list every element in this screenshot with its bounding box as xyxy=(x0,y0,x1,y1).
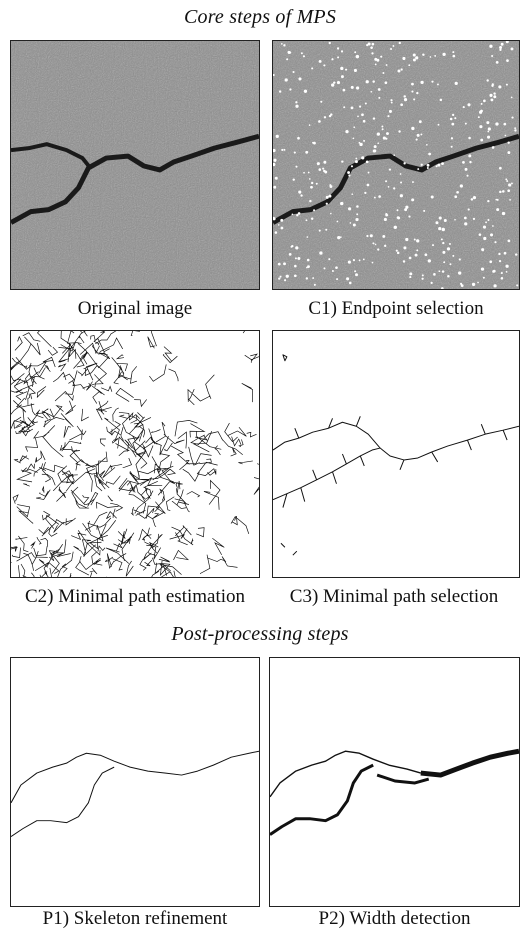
path-mesh xyxy=(11,331,259,577)
post-processing-title: Post-processing steps xyxy=(171,623,349,645)
width-detection-panel xyxy=(269,657,520,907)
endpoint-selection-image xyxy=(273,41,519,289)
width-detection-image xyxy=(270,748,519,836)
minimal-path-estimation-image xyxy=(11,331,259,577)
skeleton-refinement-image xyxy=(11,750,259,837)
width-detection-caption: P2) Width detection xyxy=(318,908,471,929)
minimal-path-selection-image xyxy=(273,354,519,556)
original-image-caption: Original image xyxy=(77,298,193,319)
minimal-path-selection-panel xyxy=(272,330,520,578)
skeleton-refinement-caption: P1) Skeleton refinement xyxy=(42,908,228,929)
minimal-path-estimation-caption: C2) Minimal path estimation xyxy=(24,586,246,607)
endpoint-dots xyxy=(273,41,519,289)
minimal-path-estimation-panel xyxy=(10,330,260,578)
original-image-panel xyxy=(10,40,260,290)
endpoint-selection-panel xyxy=(272,40,520,290)
skeleton-refinement-panel xyxy=(10,657,260,907)
core-steps-title: Core steps of MPS xyxy=(183,6,337,28)
original-image xyxy=(11,41,259,289)
endpoint-selection-caption: C1) Endpoint selection xyxy=(308,298,484,319)
minimal-path-selection-caption: C3) Minimal path selection xyxy=(289,586,499,607)
